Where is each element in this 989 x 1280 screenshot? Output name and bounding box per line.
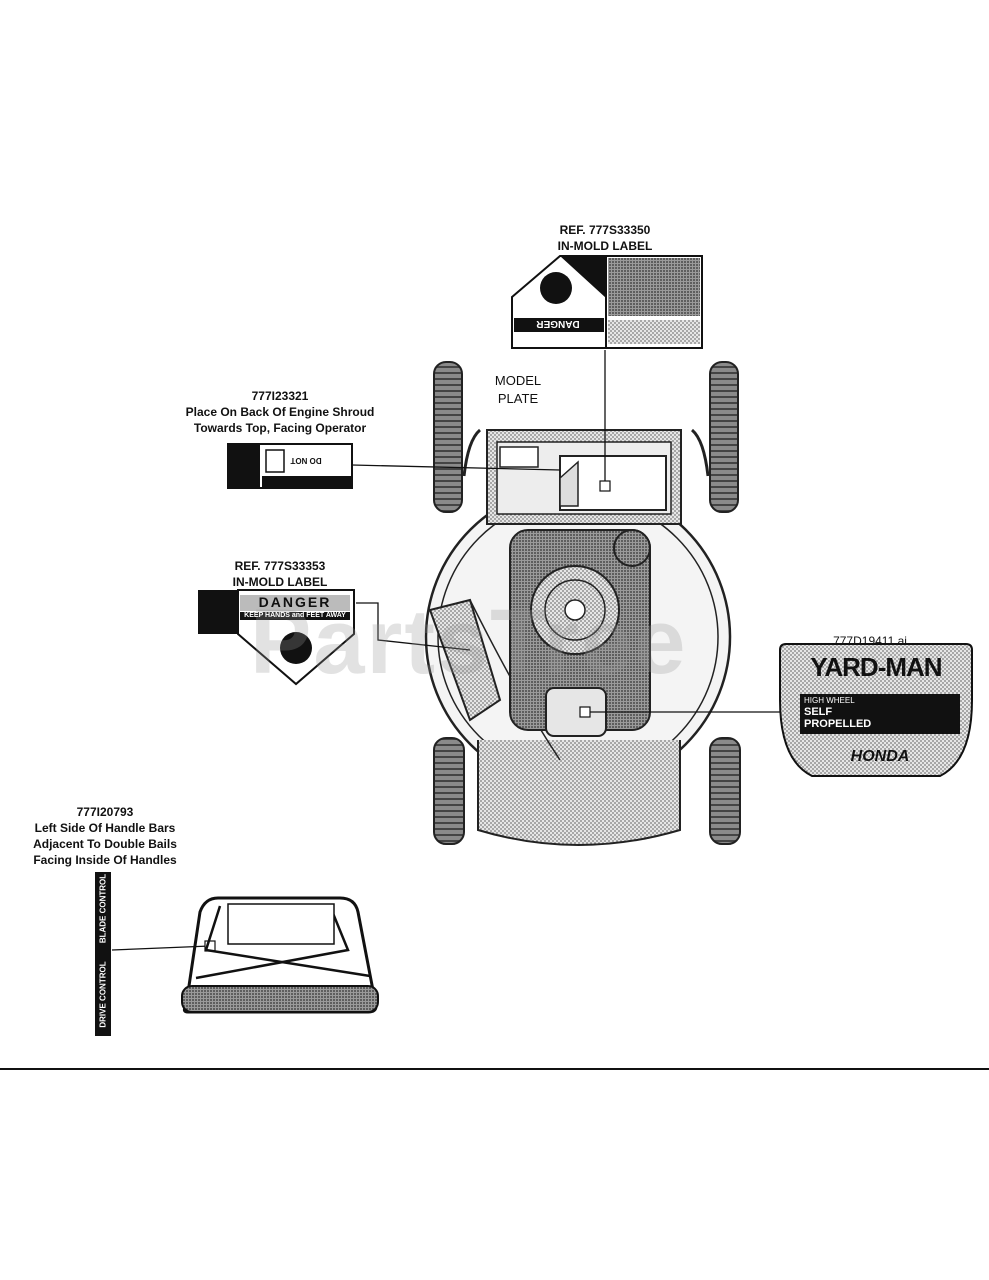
- brand-line-self: SELF: [804, 706, 833, 718]
- engine-shroud-label: [227, 443, 353, 489]
- fuel-cap: [613, 529, 651, 567]
- engine-shroud-part: 777I23321: [251, 389, 309, 403]
- brand-line-propelled: PROPELLED: [804, 718, 872, 730]
- watermark: PartsTree: [250, 591, 688, 693]
- left-label-danger-text: DANGER: [258, 594, 332, 610]
- front-right-wheel: [709, 737, 741, 845]
- handle-assembly: [95, 872, 379, 1036]
- left-label-type: IN-MOLD LABEL: [232, 575, 328, 589]
- left-danger-label: [198, 589, 355, 686]
- brand-line-high-wheel: HIGH WHEEL: [804, 696, 855, 705]
- handle-line3: Facing Inside Of Handles: [33, 853, 177, 867]
- front-left-wheel: [433, 737, 465, 845]
- model-plate-line2: PLATE: [497, 391, 539, 406]
- top-danger-label: [511, 255, 703, 349]
- brand-decal-part: 777D19411.ai: [833, 634, 907, 648]
- model-plate-callout: MODEL PLATE: [470, 372, 566, 408]
- model-plate-line1: MODEL: [494, 373, 542, 388]
- side-discharge-chute: [428, 598, 502, 722]
- top-label-ref: REF. 777S33350: [559, 223, 651, 237]
- drive-control-text: DRIVE CONTROL: [98, 961, 108, 1028]
- top-label-type: IN-MOLD LABEL: [557, 239, 653, 253]
- control-handle-decal: [95, 872, 111, 1036]
- hand-warning-icon: [280, 632, 312, 664]
- engine-shroud-callout: 777I23321 Place On Back Of Engine Shroud…: [160, 388, 400, 436]
- engine-shroud-line1: Place On Back Of Engine Shroud: [185, 405, 375, 419]
- handle-bar: [182, 896, 378, 1014]
- leader-lines: [111, 350, 780, 951]
- left-label-keep-hands: KEEP HANDS and FEET AWAY: [244, 612, 346, 619]
- top-label-danger-text: DANGER: [536, 318, 580, 329]
- brand-decal: [779, 643, 973, 777]
- hand-warning-icon: [540, 272, 572, 304]
- brand-decal-callout: 777D19411.ai: [800, 632, 940, 650]
- brand-logo: YARD-MAN: [810, 652, 942, 682]
- model-plate-marker: [499, 446, 539, 468]
- rear-right-wheel: [709, 361, 739, 513]
- handle-line2: Adjacent To Double Bails: [33, 837, 177, 851]
- fuel-pump-icon: [265, 449, 285, 473]
- engine-brand-logo: HONDA: [850, 748, 910, 765]
- page-divider: [0, 1068, 989, 1070]
- handle-callout: 777I20793 Left Side Of Handle Bars Adjac…: [10, 804, 200, 868]
- handle-line1: Left Side Of Handle Bars: [34, 821, 176, 835]
- rear-left-wheel: [433, 361, 463, 513]
- top-label-callout: REF. 777S33350 IN-MOLD LABEL: [520, 222, 690, 254]
- shroud-label-do-not: DO NOT: [290, 456, 322, 465]
- blade-control-text: BLADE CONTROL: [98, 873, 108, 944]
- engine-shroud-line2: Towards Top, Facing Operator: [193, 421, 367, 435]
- double-bail: [204, 905, 371, 978]
- left-label-ref: REF. 777S33353: [234, 559, 326, 573]
- handle-part: 777I20793: [76, 805, 134, 819]
- left-label-callout: REF. 777S33353 IN-MOLD LABEL: [195, 558, 365, 590]
- mower-body: [424, 361, 741, 846]
